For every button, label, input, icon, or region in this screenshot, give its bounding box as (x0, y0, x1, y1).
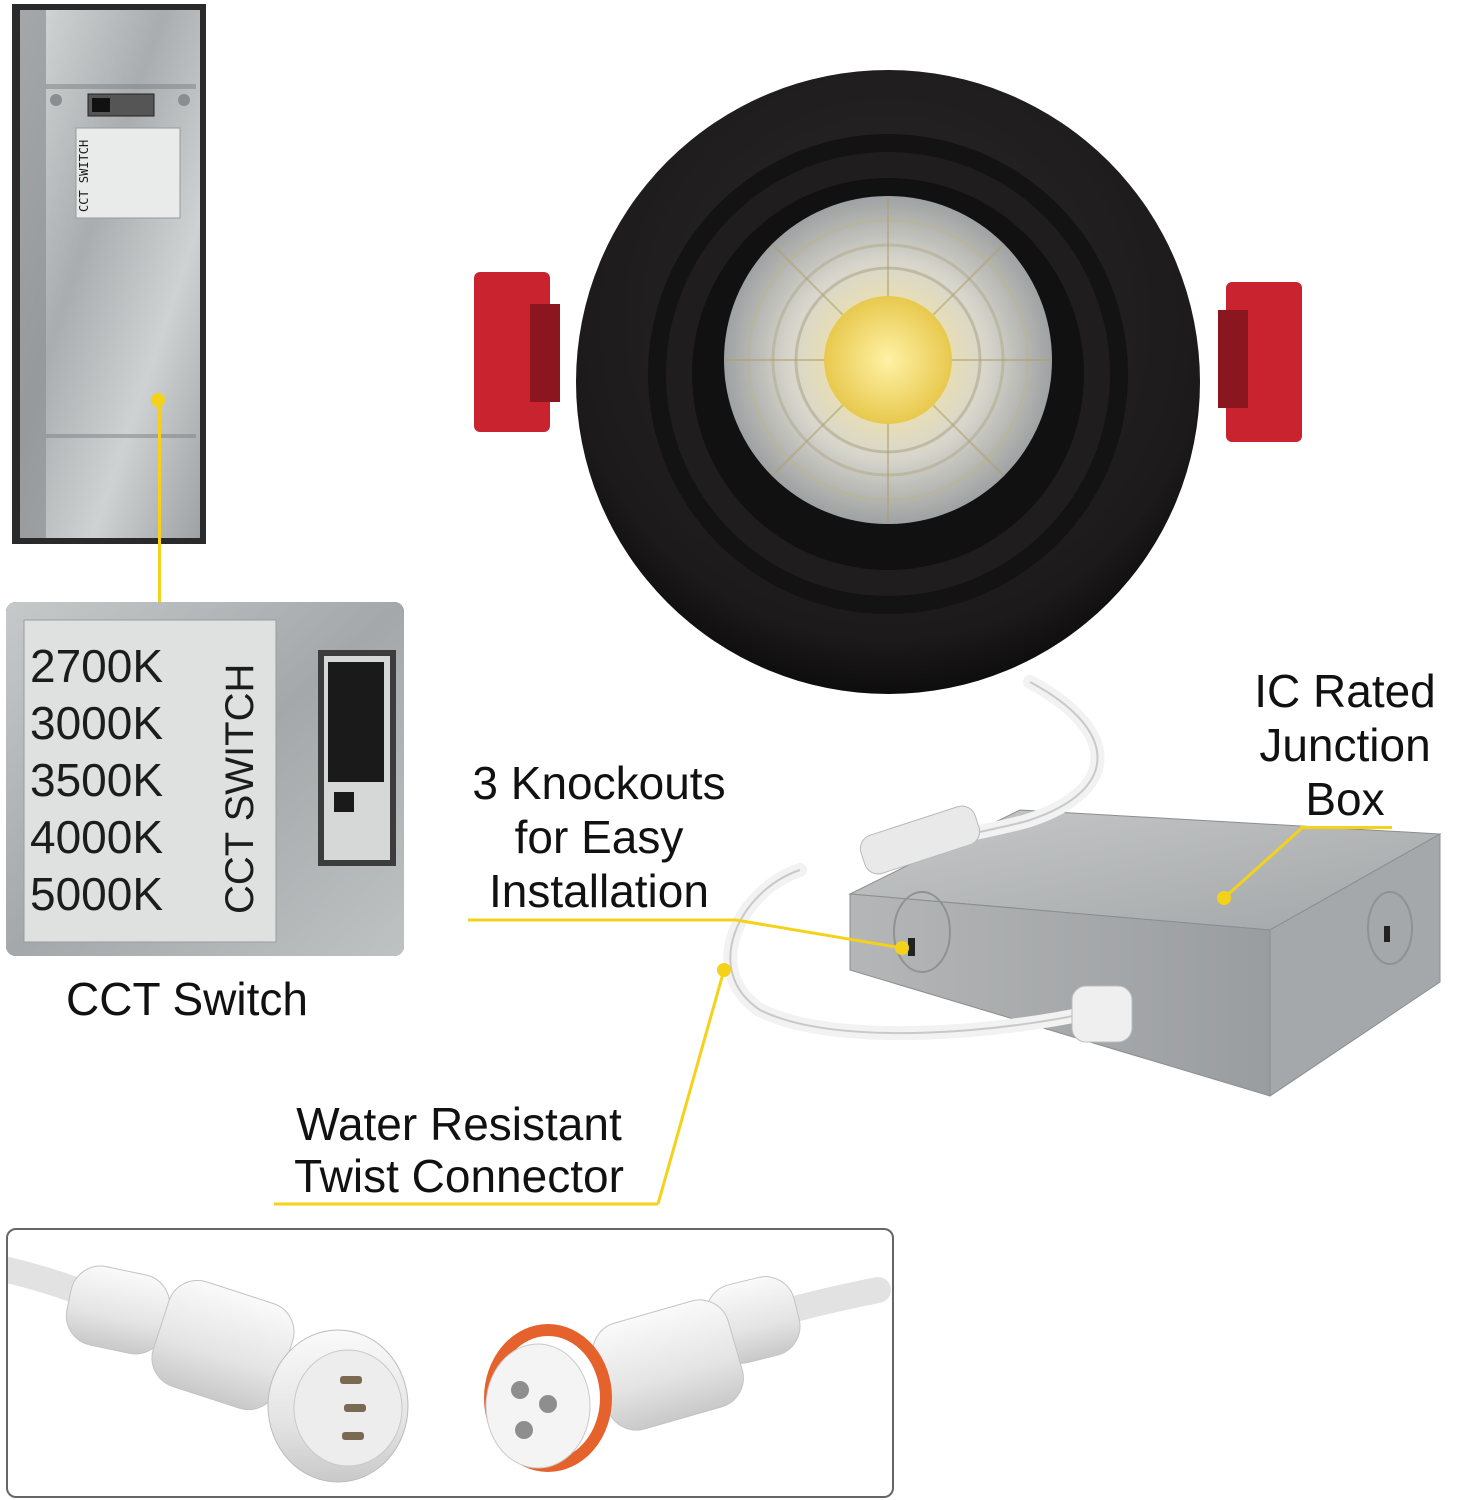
temp-3500: 3500K (30, 754, 164, 806)
junction-box-line3: Box (1305, 773, 1385, 825)
cct-switch-closeup: 2700K 3000K 3500K 4000K 5000K CCT SWITCH (6, 602, 404, 956)
cct-switch-caption: CCT Switch (66, 973, 308, 1025)
svg-text:CCT SWITCH: CCT SWITCH (77, 140, 91, 212)
cct-switch-vertical-label: CCT SWITCH (218, 663, 262, 914)
cct-temp-list: 2700K 3000K 3500K 4000K 5000K (30, 638, 205, 923)
twist-connector-closeup (6, 1228, 894, 1498)
connector-callout: Water Resistant Twist Connector (254, 1098, 664, 1202)
junction-box-underline (1300, 826, 1392, 829)
knockouts-line3: Installation (489, 865, 709, 917)
knockouts-line2: for Easy (514, 811, 684, 863)
junction-box-side-photo: CCT SWITCH (12, 4, 206, 544)
knockouts-line1: 3 Knockouts (472, 757, 726, 809)
junction-box-line2: Junction (1259, 719, 1431, 771)
junction-box-line1: IC Rated (1254, 665, 1436, 717)
temp-5000: 5000K (30, 868, 164, 920)
recessed-gimbal-downlight (470, 64, 1310, 704)
connector-pointer (274, 963, 731, 1206)
junction-box-pointer (1217, 826, 1304, 905)
connector-line1: Water Resistant (296, 1098, 622, 1150)
connector-line2: Twist Connector (294, 1150, 624, 1202)
temp-3000: 3000K (30, 697, 164, 749)
cable-and-junction-box (700, 670, 1458, 1130)
knockouts-pointer (468, 918, 909, 955)
switch-connector-line (158, 400, 161, 602)
temp-2700: 2700K (30, 640, 164, 692)
knockouts-callout: 3 Knockouts for Easy Installation (440, 756, 758, 918)
junction-box-callout: IC Rated Junction Box (1232, 664, 1458, 826)
temp-4000: 4000K (30, 811, 164, 863)
